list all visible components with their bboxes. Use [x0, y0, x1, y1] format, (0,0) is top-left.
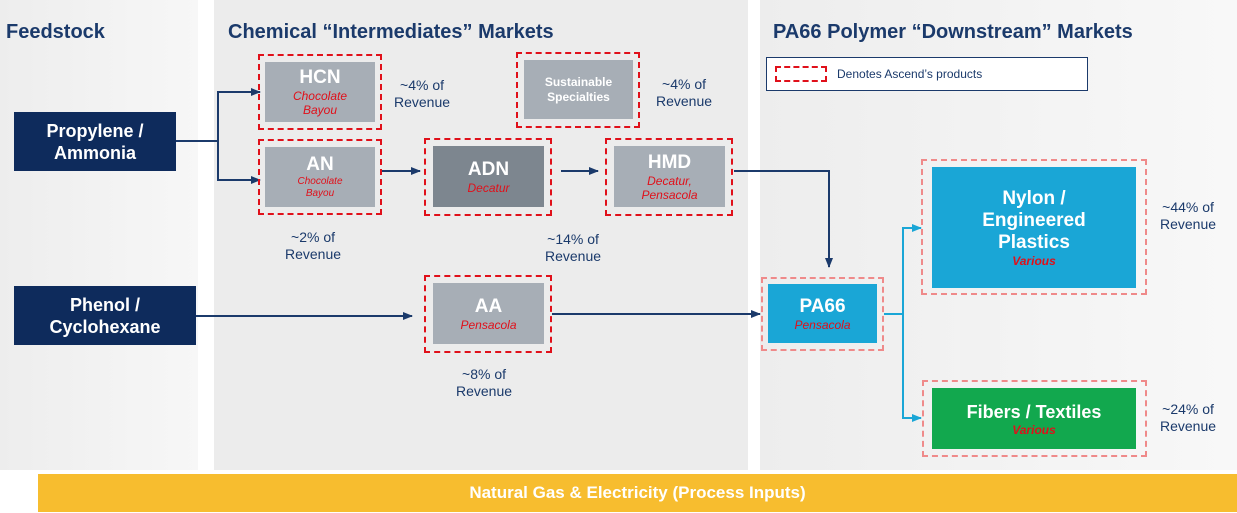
feedstock-panel: [0, 0, 198, 470]
aa-ascend-marker: [424, 275, 552, 353]
intermediates-title: Chemical “Intermediates” Markets: [228, 21, 554, 43]
aa-revenue: ~8% of Revenue: [456, 366, 512, 400]
hmd-box: HMD Decatur, Pensacola: [614, 146, 725, 207]
an-revenue-pct: ~2% of: [291, 229, 336, 245]
legend-label: Denotes Ascend’s products: [837, 67, 983, 81]
fibers-box: Fibers / Textiles Various: [932, 388, 1136, 449]
pa66-box: PA66 Pensacola: [768, 284, 877, 343]
propylene-line2: Ammonia: [53, 142, 136, 163]
hcn-revenue-label: Revenue: [394, 94, 451, 110]
fibers-ascend-marker: [922, 380, 1147, 457]
pa66-ascend-marker: [761, 277, 884, 351]
hmd-location-1: Decatur,: [647, 173, 692, 188]
specialties-line1: Sustainable: [544, 74, 613, 89]
legend-swatch: [775, 66, 827, 82]
nylon-line2: Engineered: [982, 209, 1086, 231]
aa-revenue-label: Revenue: [456, 383, 513, 399]
fibers-name: Fibers / Textiles: [966, 401, 1102, 422]
downstream-title: PA66 Polymer “Downstream” Markets: [773, 21, 1133, 43]
hcn-location-1: Chocolate: [292, 89, 348, 103]
phenol-line1: Phenol /: [69, 294, 140, 315]
aa-revenue-pct: ~8% of: [462, 366, 507, 382]
fibers-location-1: Various: [1012, 422, 1056, 437]
adn-revenue-pct: ~14% of: [547, 231, 599, 247]
specialties-line2: Specialties: [547, 89, 610, 104]
an-location-1: Chocolate: [297, 176, 343, 187]
pa66-location-1: Pensacola: [794, 317, 851, 332]
nylon-revenue: ~44% of Revenue: [1160, 199, 1216, 233]
adn-box: ADN Decatur: [433, 146, 544, 207]
adn-location-1: Decatur: [467, 180, 510, 195]
nylon-revenue-label: Revenue: [1160, 216, 1217, 232]
hcn-revenue-pct: ~4% of: [400, 77, 445, 93]
specialties-revenue-pct: ~4% of: [662, 76, 707, 92]
process-inputs-label: Natural Gas & Electricity (Process Input…: [469, 483, 806, 502]
an-box: AN Chocolate Bayou: [265, 147, 375, 207]
legend: Denotes Ascend’s products: [766, 57, 1088, 91]
nylon-line1: Nylon /: [1002, 187, 1066, 209]
aa-box: AA Pensacola: [433, 283, 544, 344]
feedstock-phenol-cyclohexane: Phenol / Cyclohexane: [14, 286, 196, 345]
aa-location-1: Pensacola: [460, 317, 517, 332]
specialties-ascend-marker: [516, 52, 640, 128]
hmd-name: HMD: [647, 151, 692, 173]
nylon-location-1: Various: [1012, 253, 1056, 268]
hmd-ascend-marker: [605, 138, 733, 216]
fibers-revenue-label: Revenue: [1160, 418, 1217, 434]
adn-revenue-label: Revenue: [545, 248, 602, 264]
specialties-revenue-label: Revenue: [656, 93, 713, 109]
specialties-box: Sustainable Specialties: [524, 60, 633, 119]
an-name: AN: [306, 154, 334, 175]
an-revenue: ~2% of Revenue: [285, 229, 341, 263]
nylon-line3: Plastics: [998, 231, 1070, 253]
an-ascend-marker: [258, 139, 382, 215]
fibers-revenue-pct: ~24% of: [1162, 401, 1214, 417]
an-revenue-label: Revenue: [285, 246, 342, 262]
propylene-line1: Propylene /: [46, 120, 144, 141]
hcn-box: HCN Chocolate Bayou: [265, 62, 375, 122]
adn-ascend-marker: [424, 138, 552, 216]
an-location-2: Bayou: [305, 188, 335, 199]
hcn-revenue: ~4% of Revenue: [394, 77, 450, 111]
specialties-revenue: ~4% of Revenue: [656, 76, 712, 110]
pa66-name: PA66: [799, 295, 846, 317]
feedstock-propylene-ammonia: Propylene / Ammonia: [14, 112, 176, 171]
phenol-line2: Cyclohexane: [49, 316, 161, 337]
fibers-revenue: ~24% of Revenue: [1160, 401, 1216, 435]
hcn-ascend-marker: [258, 54, 382, 130]
feedstock-title: Feedstock: [6, 21, 105, 43]
nylon-revenue-pct: ~44% of: [1162, 199, 1214, 215]
hmd-location-2: Pensacola: [641, 187, 698, 202]
hcn-name: HCN: [299, 67, 341, 88]
process-inputs-bar: Natural Gas & Electricity (Process Input…: [38, 474, 1237, 512]
aa-name: AA: [474, 295, 503, 317]
nylon-box: Nylon / Engineered Plastics Various: [932, 167, 1136, 288]
hcn-location-2: Bayou: [302, 103, 338, 117]
nylon-ascend-marker: [921, 159, 1147, 295]
adn-name: ADN: [467, 158, 510, 180]
adn-revenue: ~14% of Revenue: [545, 231, 601, 265]
